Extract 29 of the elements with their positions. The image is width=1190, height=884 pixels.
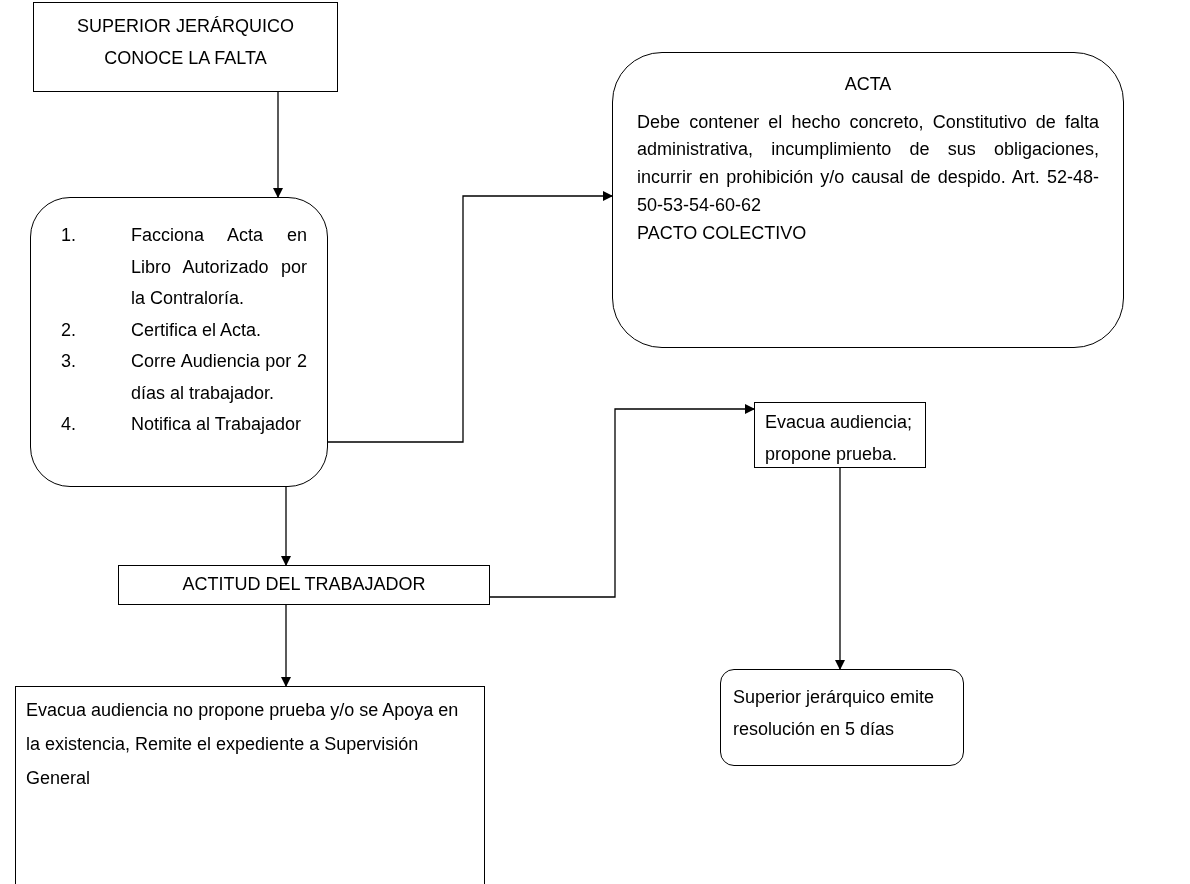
heading: ACTA: [843, 73, 893, 96]
process-box: [30, 197, 328, 487]
list-item-text: Notifica al Trabajador: [131, 413, 303, 436]
arrow: [489, 404, 755, 598]
list-item-text: Corre Audiencia por 2 días al trabajador.: [131, 350, 307, 405]
body-text: PACTO COLECTIVO: [637, 222, 808, 246]
process-box: [754, 402, 926, 468]
box-text: ACTITUD DEL TRABAJADOR: [181, 573, 427, 596]
arrow: [327, 191, 613, 443]
process-box: [118, 565, 490, 605]
arrow: [281, 486, 291, 566]
box-text: Superior jerárquico emite resolución en 5 días: [733, 686, 936, 741]
box-text: SUPERIOR JERÁRQUICO CONOCE LA FALTA: [76, 15, 295, 70]
list-number: 1.: [61, 224, 77, 247]
process-box: [33, 2, 338, 92]
note-box: [612, 52, 1124, 348]
list-number: 4.: [61, 413, 77, 436]
list-number: 2.: [61, 318, 77, 342]
list-item-text: Certifica el Acta.: [131, 318, 263, 342]
list-number: 3.: [61, 350, 77, 373]
arrow: [281, 604, 291, 687]
list-item-text: Facciona Acta en Libro Autorizado por la Contraloría.: [131, 224, 307, 310]
process-box: [15, 686, 485, 884]
box-text: Evacua audiencia; propone prueba.: [765, 411, 914, 466]
arrow: [273, 91, 283, 198]
arrow: [835, 467, 845, 670]
process-box: [720, 669, 964, 766]
box-text: Evacua audiencia no propone prueba y/o se Apoya en la existencia, Remite el expediente a Supervisión General: [26, 699, 460, 791]
body-text: Debe contener el hecho concreto, Constitutivo de falta administrativa, incumplimiento de sus obligaciones, incurrir en prohibición y/o causal de despido. Art. 52-48-50-53-54-60-62: [637, 110, 1099, 218]
